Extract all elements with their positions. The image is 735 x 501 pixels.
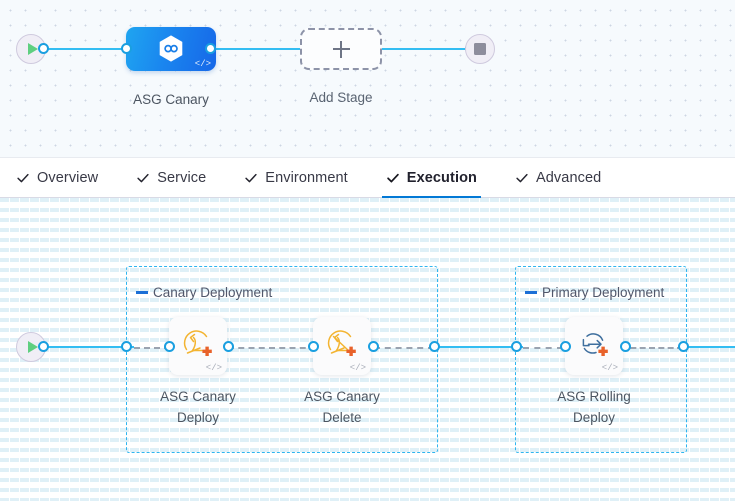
wire-step-start-to-group1 [42,346,134,348]
step-code-badge[interactable]: </> [349,363,366,373]
connector-dot-group2-boundary-out[interactable] [678,341,689,352]
stage-end-node[interactable] [465,34,495,64]
stage-config-tabs: Overview Service Environment Execution A [0,157,735,199]
connector-dot-group1-boundary-in[interactable] [121,341,132,352]
step-group-canary-deployment-title: Canary Deployment [153,285,273,300]
wire-dashed-group2-in [523,347,563,349]
step-label-line1: ASG Canary [304,389,380,404]
asg-canary-deploy-icon [183,330,212,357]
step-label-asg-canary-delete: ASG Canary Delete [282,386,402,428]
connector-dot-asg-canary-in[interactable] [121,43,132,54]
stage-code-badge[interactable]: </> [194,59,211,69]
wire-add-stage-to-end [375,48,473,50]
wire-asg-canary-to-add-stage [210,48,306,50]
collapse-dash-icon[interactable] [136,291,148,294]
stage-label-asg-canary: ASG Canary [133,92,209,107]
stop-icon [474,43,486,55]
step-code-badge[interactable]: </> [601,363,618,373]
play-icon [27,341,38,353]
check-icon [387,173,399,182]
step-node-asg-canary-deploy[interactable]: </> [169,317,227,375]
step-label-line1: ASG Rolling [557,389,631,404]
connector-dot-canary-delete-out[interactable] [368,341,379,352]
connector-dot-group1-boundary-out[interactable] [429,341,440,352]
wire-group2-to-canvas-edge [683,346,735,348]
step-label-line2: Deploy [572,410,616,425]
step-node-asg-rolling-deploy[interactable]: </> [565,317,623,375]
collapse-dash-icon[interactable] [525,291,537,294]
step-group-canary-deployment[interactable]: Canary Deployment [126,266,438,453]
play-icon [27,43,38,55]
tab-service-label: Service [157,169,207,186]
wire-dashed-between-canary-steps [228,347,316,349]
connector-dot-asg-canary-out[interactable] [205,43,216,54]
stage-node-asg-canary[interactable]: </> [126,27,216,71]
tab-overview-label: Overview [37,169,99,186]
wire-start-to-asg-canary [42,48,138,50]
step-label-asg-canary-deploy: ASG Canary Deploy [138,386,258,428]
step-group-primary-deployment-header: Primary Deployment [525,285,664,300]
plus-badge-icon [202,346,212,357]
step-label-line2: Delete [322,410,362,425]
wire-dashed-group1-in [134,347,170,349]
step-code-badge[interactable]: </> [205,363,222,373]
step-group-canary-deployment-header: Canary Deployment [136,285,272,300]
wire-group1-to-group2 [434,346,523,348]
step-node-asg-canary-delete[interactable]: </> [313,317,371,375]
stage-start-node[interactable] [16,34,46,64]
check-icon [516,173,528,182]
step-label-line1: ASG Canary [160,389,236,404]
connector-dot-rolling-deploy-out[interactable] [620,341,631,352]
tab-overview[interactable]: Overview [14,157,100,198]
wire-dashed-group1-out [374,347,434,349]
connector-dot-start-out[interactable] [38,43,49,54]
tab-environment[interactable]: Environment [242,157,350,198]
tab-advanced-label: Advanced [536,169,602,186]
add-stage-label: Add Stage [309,90,373,105]
wire-dashed-group2-out [621,347,683,349]
tab-execution-label: Execution [406,169,477,186]
tab-execution[interactable]: Execution [381,157,482,199]
connector-dot-step-start-out[interactable] [38,341,49,352]
execution-step-canvas[interactable]: Canary Deployment Primary Deployment [0,198,735,501]
check-icon [17,173,29,182]
stage-canvas[interactable]: </> ASG Canary Add Stage [0,0,735,157]
connector-dot-group2-boundary-in[interactable] [511,341,522,352]
harness-hexagon-icon [159,35,183,62]
plus-badge-icon [598,346,608,357]
plus-badge-icon [346,346,356,357]
step-group-primary-deployment-title: Primary Deployment [542,285,665,300]
add-stage-button[interactable] [300,28,382,70]
plus-icon-vertical [340,40,342,58]
step-group-primary-deployment[interactable]: Primary Deployment [515,266,687,453]
step-label-line2: Deploy [176,410,220,425]
step-start-node[interactable] [16,332,46,362]
tab-advanced[interactable]: Advanced [513,157,603,198]
asg-canary-delete-icon [327,330,356,357]
check-icon [245,173,257,182]
asg-rolling-deploy-icon [582,333,608,357]
tab-environment-label: Environment [265,169,348,186]
connector-dot-rolling-deploy-in[interactable] [560,341,571,352]
check-icon [137,173,149,182]
tab-service[interactable]: Service [134,157,208,198]
connector-dot-canary-deploy-in[interactable] [164,341,175,352]
connector-dot-canary-deploy-out[interactable] [223,341,234,352]
step-label-asg-rolling-deploy: ASG Rolling Deploy [534,386,654,428]
connector-dot-canary-delete-in[interactable] [308,341,319,352]
